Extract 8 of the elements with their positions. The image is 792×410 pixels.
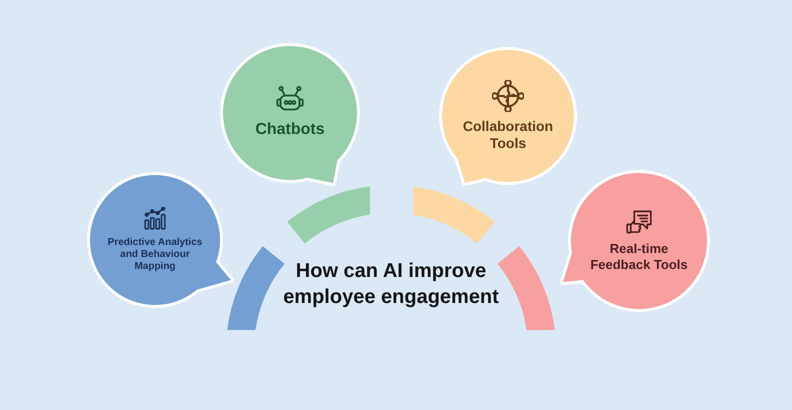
bubble-label: Chatbots <box>255 120 325 140</box>
bubble-label: Collaboration Tools <box>462 118 554 152</box>
bubble-label: Predictive Analytics and Behaviour Mapping <box>106 236 204 274</box>
speech-bubble <box>439 47 577 186</box>
bubble-label: Real-time Feedback Tools <box>589 241 689 273</box>
speech-bubble <box>87 172 234 308</box>
speech-bubble <box>560 170 710 312</box>
title: How can AI improve employee engagement <box>282 259 500 310</box>
